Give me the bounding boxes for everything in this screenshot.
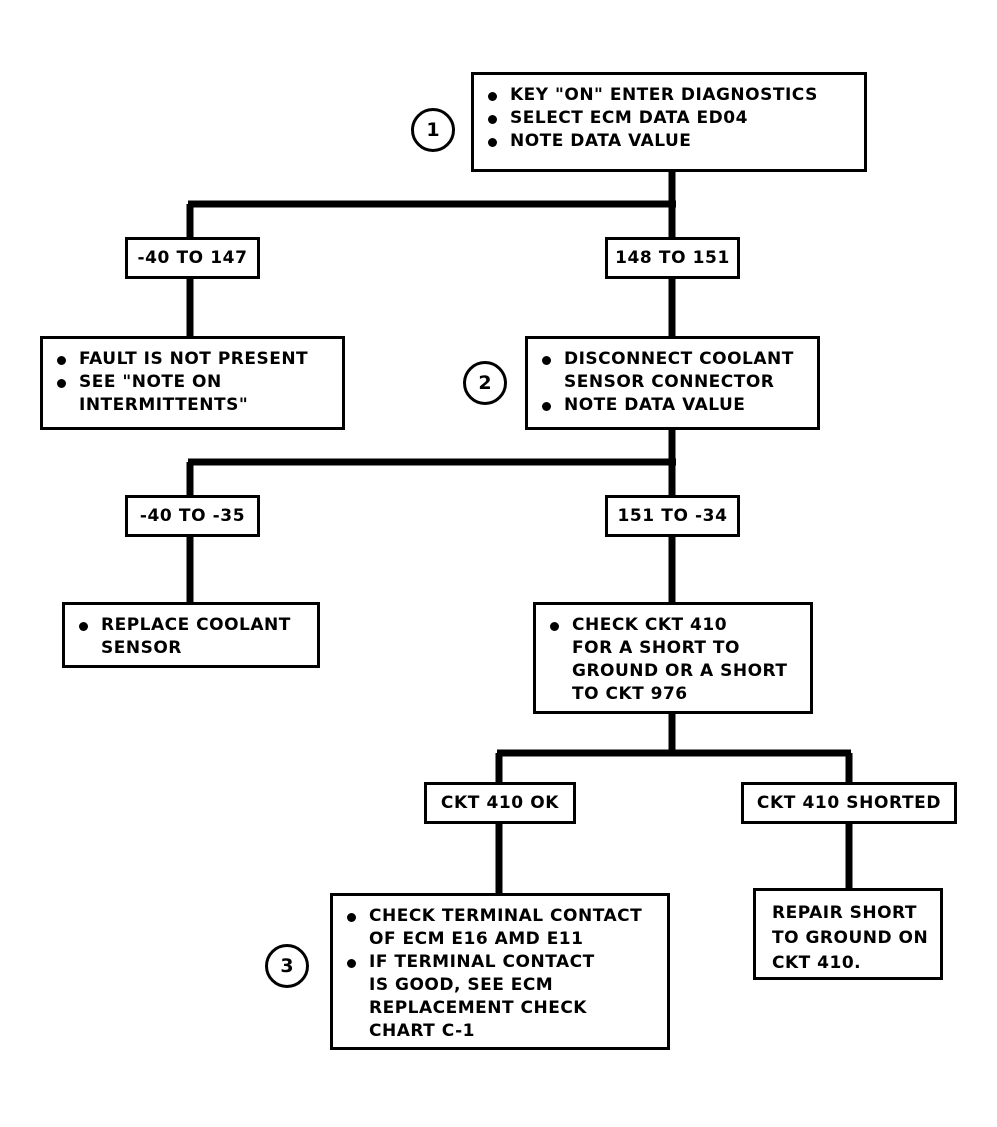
node-check-ckt-410-short: CHECK CKT 410 FOR A SHORT TO GROUND OR A…: [533, 602, 813, 714]
node-check-ckt-410-line-1: CHECK CKT 410 FOR A SHORT TO GROUND OR A…: [548, 614, 800, 706]
step-marker-2: 2: [463, 361, 507, 405]
node-step3-list: CHECK TERMINAL CONTACT OF ECM E16 AMD E1…: [333, 896, 667, 1052]
node-step2-disconnect-coolant-sensor: DISCONNECT COOLANT SENSOR CONNECTOR NOTE…: [525, 336, 820, 430]
node-step1-line-2: SELECT ECM DATA ED04: [486, 107, 854, 130]
node-check-ckt-410-list: CHECK CKT 410 FOR A SHORT TO GROUND OR A…: [536, 605, 810, 715]
node-step2-line-2: NOTE DATA VALUE: [540, 394, 807, 417]
branch-label-151-to-minus34-text: 151 TO -34: [617, 506, 728, 526]
node-step3-line-1: CHECK TERMINAL CONTACT OF ECM E16 AMD E1…: [345, 905, 657, 951]
step-marker-3: 3: [265, 944, 309, 988]
node-repair-short-list: REPAIR SHORT TO GROUND ON CKT 410.: [756, 891, 940, 986]
branch-label-148-to-151: 148 TO 151: [605, 237, 740, 279]
branch-label-minus40-to-minus35-text: -40 TO -35: [139, 506, 246, 526]
node-step1-key-on-enter-diagnostics: KEY "ON" ENTER DIAGNOSTICS SELECT ECM DA…: [471, 72, 867, 172]
branch-label-ckt-410-shorted: CKT 410 SHORTED: [741, 782, 957, 824]
branch-label-ckt-410-ok: CKT 410 OK: [424, 782, 576, 824]
node-fault-is-not-present: FAULT IS NOT PRESENT SEE "NOTE ON INTERM…: [40, 336, 345, 430]
node-repair-short-line-1: REPAIR SHORT: [772, 903, 917, 923]
node-step1-line-1: KEY "ON" ENTER DIAGNOSTICS: [486, 84, 854, 107]
branch-label-minus40-to-minus35: -40 TO -35: [125, 495, 260, 537]
node-replace-list: REPLACE COOLANT SENSOR: [65, 605, 317, 669]
branch-label-148-to-151-text: 148 TO 151: [615, 248, 730, 268]
branch-label-minus40-to-147: -40 TO 147: [125, 237, 260, 279]
node-fault-line-1: FAULT IS NOT PRESENT: [55, 348, 332, 371]
node-step1-list: KEY "ON" ENTER DIAGNOSTICS SELECT ECM DA…: [474, 75, 864, 162]
step-marker-1: 1: [411, 108, 455, 152]
branch-label-ckt-410-shorted-text: CKT 410 SHORTED: [756, 793, 942, 813]
node-replace-coolant-sensor: REPLACE COOLANT SENSOR: [62, 602, 320, 668]
node-repair-short-to-ground: REPAIR SHORT TO GROUND ON CKT 410.: [753, 888, 943, 980]
node-step1-line-3: NOTE DATA VALUE: [486, 130, 854, 153]
node-step2-list: DISCONNECT COOLANT SENSOR CONNECTOR NOTE…: [528, 339, 817, 426]
node-step2-line-1: DISCONNECT COOLANT SENSOR CONNECTOR: [540, 348, 807, 394]
branch-label-151-to-minus34: 151 TO -34: [605, 495, 740, 537]
node-repair-short-line-2: TO GROUND ON: [772, 928, 929, 948]
branch-label-minus40-to-147-text: -40 TO 147: [137, 248, 248, 268]
node-repair-short-line-3: CKT 410.: [772, 953, 862, 973]
node-step3-line-2: IF TERMINAL CONTACT IS GOOD, SEE ECM REP…: [345, 951, 657, 1043]
node-replace-line-1: REPLACE COOLANT SENSOR: [77, 614, 307, 660]
branch-label-ckt-410-ok-text: CKT 410 OK: [440, 793, 560, 813]
node-step3-check-terminal-contact: CHECK TERMINAL CONTACT OF ECM E16 AMD E1…: [330, 893, 670, 1050]
node-fault-list: FAULT IS NOT PRESENT SEE "NOTE ON INTERM…: [43, 339, 342, 426]
node-fault-line-2: SEE "NOTE ON INTERMITTENTS": [55, 371, 332, 417]
